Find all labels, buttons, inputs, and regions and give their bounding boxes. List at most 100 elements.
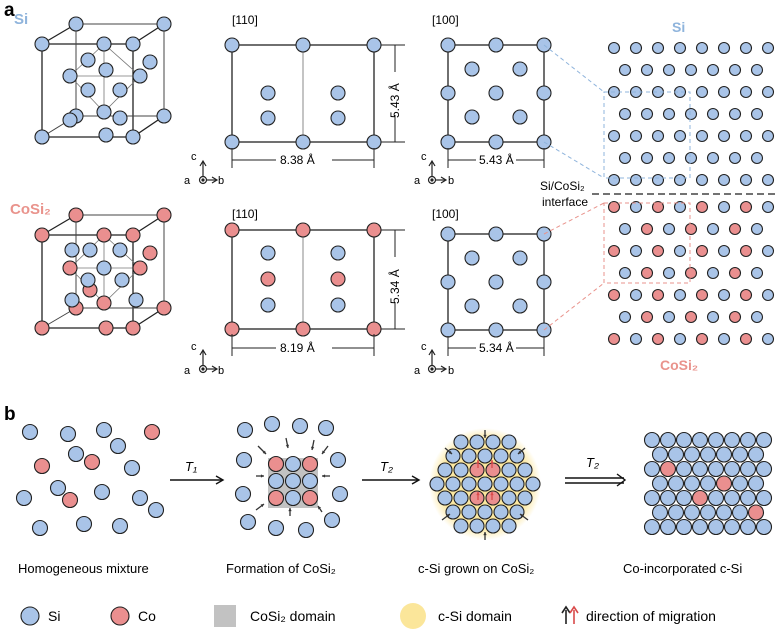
co-atom bbox=[156, 207, 172, 223]
si-atom bbox=[673, 244, 687, 258]
si-atom bbox=[643, 460, 661, 478]
si-atom bbox=[662, 266, 676, 280]
si-atom bbox=[62, 68, 78, 84]
si-atom bbox=[747, 475, 765, 492]
co-atom bbox=[607, 288, 621, 302]
axis-b: b bbox=[448, 175, 454, 187]
si-atom bbox=[501, 434, 517, 450]
si-unit-cell-3d-atoms bbox=[34, 16, 172, 145]
co-atom bbox=[695, 200, 709, 214]
si-atom bbox=[699, 475, 717, 492]
si-atom bbox=[706, 63, 720, 77]
si-atom bbox=[62, 112, 78, 128]
cosi2-label: CoSi₂ bbox=[10, 201, 51, 218]
axis-c: c bbox=[191, 151, 197, 163]
si-atom bbox=[440, 37, 456, 53]
co-atom bbox=[747, 504, 765, 521]
si-atom bbox=[739, 489, 757, 507]
si-atom bbox=[98, 62, 114, 78]
si-atom bbox=[112, 82, 128, 98]
si-atom bbox=[488, 85, 504, 101]
process-arrow-t1 bbox=[170, 475, 225, 485]
si-atom bbox=[715, 446, 733, 463]
si-atom bbox=[684, 151, 698, 165]
si-atom bbox=[461, 448, 477, 464]
stage2-migration-arrows bbox=[255, 437, 330, 516]
si-atom bbox=[640, 151, 654, 165]
caption-csi-grown: c-Si grown on CoSi₂ bbox=[418, 561, 534, 576]
si-atom bbox=[34, 36, 50, 52]
projection-guide-lines bbox=[543, 44, 605, 331]
si-atom bbox=[750, 310, 764, 324]
caption-homogeneous: Homogeneous mixture bbox=[18, 561, 149, 576]
co-atom bbox=[330, 271, 346, 287]
si-atom bbox=[761, 200, 775, 214]
co-atom bbox=[607, 244, 621, 258]
si-100-width-label: 5.43 Å bbox=[479, 152, 514, 167]
migration-arrowhead bbox=[262, 450, 266, 454]
co-atom bbox=[34, 227, 50, 243]
si-atom bbox=[629, 200, 643, 214]
lattice-si-label: Si bbox=[672, 19, 685, 35]
si-atom bbox=[64, 242, 80, 258]
si-atom bbox=[643, 489, 661, 507]
migration-arrowhead bbox=[490, 492, 494, 496]
migration-arrowhead bbox=[285, 444, 290, 448]
co-atom bbox=[34, 320, 50, 336]
si-atom bbox=[618, 266, 632, 280]
migration-arrowhead bbox=[476, 460, 480, 464]
si-atom bbox=[93, 483, 111, 501]
si-atom bbox=[659, 518, 677, 536]
si-atom bbox=[263, 415, 281, 433]
migration-arrowhead bbox=[518, 450, 522, 454]
si-atom bbox=[706, 151, 720, 165]
si-atom bbox=[739, 173, 753, 187]
si-atom bbox=[95, 421, 113, 439]
si-atom bbox=[267, 472, 285, 490]
si-atom bbox=[761, 244, 775, 258]
si-atom bbox=[453, 434, 469, 450]
legend-si-swatch bbox=[20, 606, 40, 626]
si-atom bbox=[111, 517, 129, 535]
si-atom bbox=[640, 63, 654, 77]
t2-label: T₂ bbox=[586, 455, 599, 470]
si-atom bbox=[695, 85, 709, 99]
cosi2-unit-cell-3d-atoms bbox=[34, 207, 172, 336]
si-atom bbox=[651, 173, 665, 187]
si-atom bbox=[675, 431, 693, 449]
co-atom bbox=[301, 455, 319, 473]
si-atom bbox=[512, 298, 528, 314]
si-atom bbox=[675, 489, 693, 507]
si-atom bbox=[64, 292, 80, 308]
si-atom bbox=[112, 110, 128, 126]
si-atom bbox=[728, 63, 742, 77]
si-atom bbox=[629, 288, 643, 302]
co-atom bbox=[640, 266, 654, 280]
si-atom bbox=[114, 272, 130, 288]
migration-arrowhead bbox=[260, 504, 264, 508]
si-atom bbox=[731, 446, 749, 463]
migration-arrowhead bbox=[260, 474, 264, 478]
si-atom bbox=[717, 288, 731, 302]
si-atom bbox=[643, 431, 661, 449]
si-atom bbox=[683, 504, 701, 521]
si-110-dimension-width bbox=[231, 148, 375, 168]
axis-a: a bbox=[414, 175, 421, 187]
si-atom bbox=[440, 226, 456, 242]
migration-arrowhead bbox=[288, 508, 292, 512]
si-atom bbox=[235, 451, 253, 469]
si-atom bbox=[607, 129, 621, 143]
si-atom bbox=[673, 41, 687, 55]
si-atom bbox=[761, 288, 775, 302]
si-atom bbox=[640, 107, 654, 121]
si-atom bbox=[731, 504, 749, 521]
co-atom bbox=[125, 227, 141, 243]
co-atom bbox=[143, 423, 161, 441]
si-atom bbox=[651, 129, 665, 143]
si-atom bbox=[651, 475, 669, 492]
si-atom bbox=[699, 446, 717, 463]
legend-si: Si bbox=[48, 608, 60, 624]
si-atom bbox=[667, 475, 685, 492]
co-atom bbox=[651, 244, 665, 258]
si-atom bbox=[717, 200, 731, 214]
